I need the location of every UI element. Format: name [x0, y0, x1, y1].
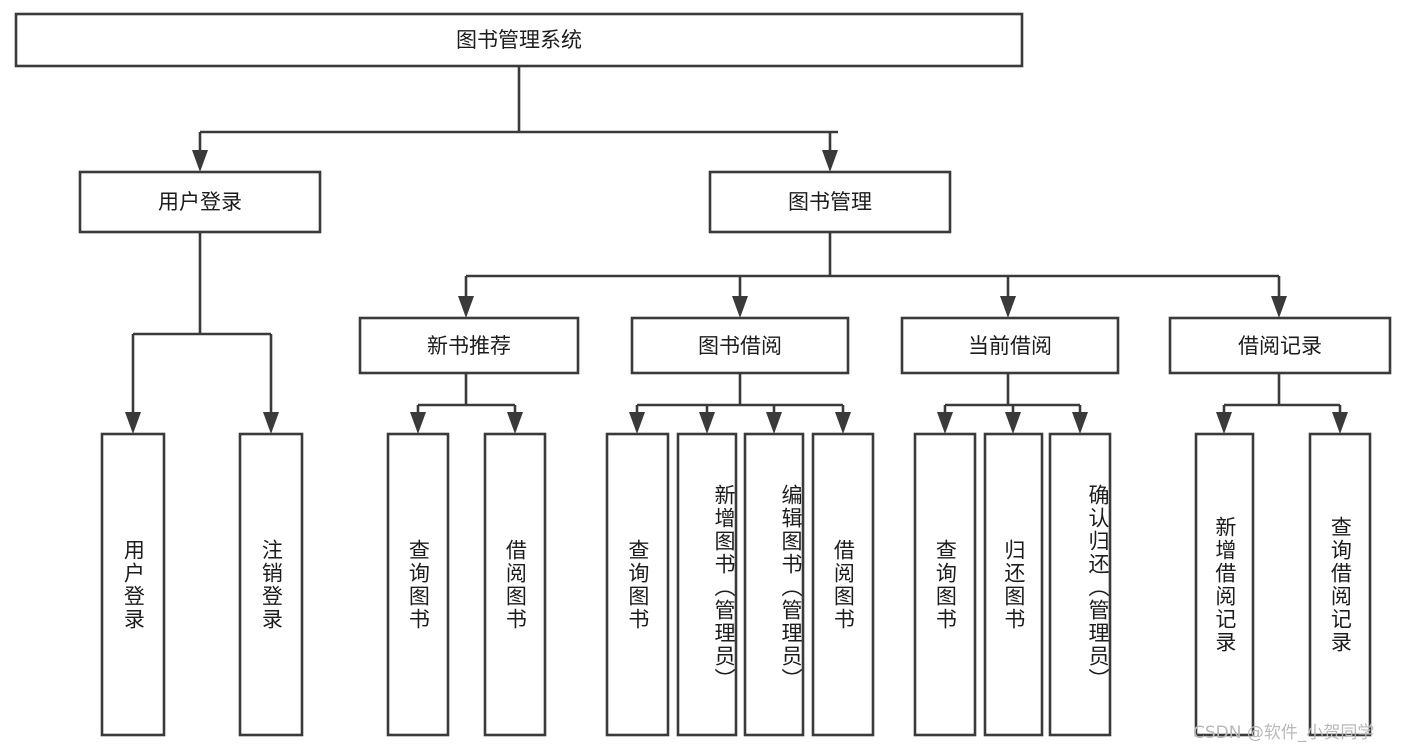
- node-leaf-query-book-cb-box[interactable]: [913, 432, 977, 737]
- arrow-head-leaf-query-book-nbr: [410, 412, 426, 434]
- node-borrow-record-box[interactable]: [1168, 316, 1392, 375]
- node-root-label: 图书管理系统: [456, 28, 582, 52]
- node-leaf-add-book-box[interactable]: [676, 432, 738, 737]
- node-leaf-edit-book-box[interactable]: [743, 432, 805, 737]
- node-leaf-borrow-book-nbr-box[interactable]: [483, 432, 547, 737]
- arrow-head-leaf-borrow-book-nbr: [507, 412, 523, 434]
- arrow-head-user-login: [192, 150, 208, 172]
- arrow-head-leaf-edit-book: [766, 412, 782, 434]
- arrow-head-leaf-return-book: [1005, 412, 1021, 434]
- node-leaf-user-login-box[interactable]: [100, 432, 166, 737]
- edges-group: [125, 66, 1348, 434]
- node-user-login-box[interactable]: [78, 170, 322, 234]
- node-leaf-confirm-return-box[interactable]: [1048, 432, 1112, 737]
- node-leaf-return-book-box[interactable]: [983, 432, 1044, 737]
- node-leaf-user-logout-box[interactable]: [238, 432, 304, 737]
- arrow-head-leaf-query-book-bb: [629, 412, 645, 434]
- node-new-book-recommend-label: 新书推荐: [427, 334, 511, 358]
- node-current-borrow-label: 当前借阅: [968, 334, 1052, 358]
- arrow-head-leaf-user-logout: [263, 412, 279, 434]
- arrow-head-br: [1271, 296, 1287, 318]
- arrow-head-leaf-confirm-return: [1072, 412, 1088, 434]
- arrow-head-leaf-query-borrow-record: [1332, 412, 1348, 434]
- arrow-head-bb: [732, 296, 748, 318]
- nodes-group: 图书管理系统 用户登录 图书管理 新书推荐 图书借阅 当前借阅 借阅记录: [14, 12, 1392, 737]
- arrow-head-nbr: [458, 296, 474, 318]
- node-leaf-query-book-nbr-box[interactable]: [386, 432, 450, 737]
- watermark-text: CSDN @软件_小贺同学: [1193, 723, 1375, 743]
- arrow-head-leaf-add-book: [699, 412, 715, 434]
- node-book-manage-label: 图书管理: [788, 190, 872, 214]
- node-new-book-recommend-box[interactable]: [358, 316, 580, 375]
- arrow-head-book-manage: [822, 150, 838, 172]
- node-root-box[interactable]: [14, 12, 1024, 68]
- arrow-head-leaf-borrow-book-bb: [835, 412, 851, 434]
- node-user-login-label: 用户登录: [158, 190, 242, 214]
- arrow-head-leaf-user-login: [125, 412, 141, 434]
- node-leaf-add-borrow-record-box[interactable]: [1194, 432, 1255, 737]
- arrow-head-cb: [1000, 296, 1016, 318]
- node-book-borrow-box[interactable]: [630, 316, 850, 375]
- node-leaf-query-borrow-record-box[interactable]: [1308, 432, 1372, 737]
- node-borrow-record-label: 借阅记录: [1238, 334, 1322, 358]
- node-leaf-query-book-bb-box[interactable]: [605, 432, 670, 737]
- node-book-manage-box[interactable]: [708, 170, 952, 234]
- arrow-head-leaf-add-borrow-record: [1216, 412, 1232, 434]
- node-current-borrow-box[interactable]: [900, 316, 1120, 375]
- arrow-head-leaf-query-book-cb: [937, 412, 953, 434]
- node-leaf-borrow-book-bb-box[interactable]: [811, 432, 875, 737]
- node-book-borrow-label: 图书借阅: [698, 334, 782, 358]
